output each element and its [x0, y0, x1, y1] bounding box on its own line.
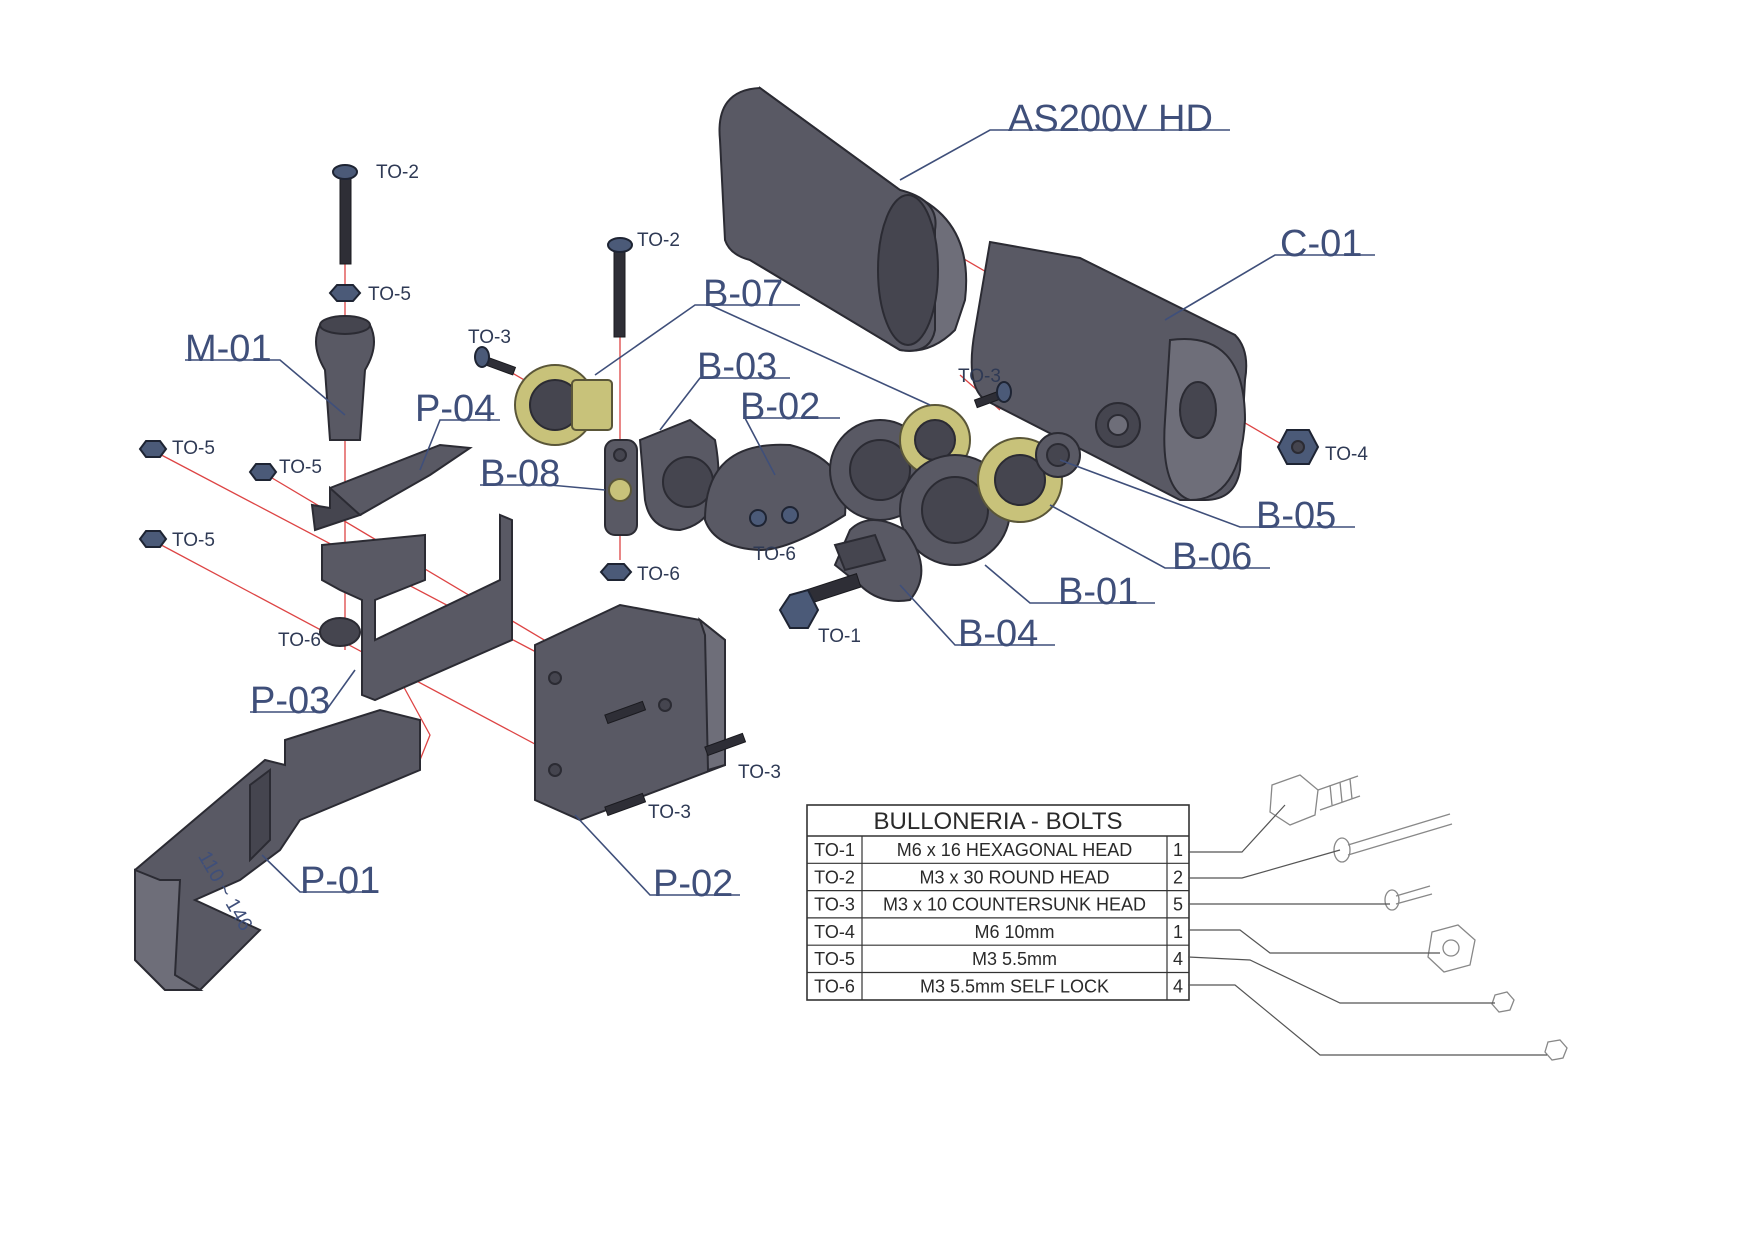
bolt-code: TO-1: [814, 840, 855, 860]
bolts-table-row: TO-3 M3 x 10 COUNTERSUNK HEAD 5: [807, 889, 1189, 915]
to2-bolt-center: [607, 237, 633, 338]
bolt-quantity: 4: [1173, 949, 1183, 969]
label-p02: P-02: [653, 863, 733, 905]
bolts-table: BULLONERIA - BOLTS TO-1 M6 x 16 HEXAGONAL…: [806, 804, 1190, 1001]
callout-to6-b02: TO-6: [753, 544, 796, 565]
label-b06: B-06: [1172, 536, 1252, 578]
bolt-description: M3 x 30 ROUND HEAD: [919, 867, 1109, 887]
leader-lines: [185, 129, 1375, 896]
bolts-table-row: TO-1 M6 x 16 HEXAGONAL HEAD 1: [814, 840, 1183, 860]
p01-hook: [134, 708, 421, 991]
b06-cam: [977, 437, 1063, 523]
fastener-callouts: TO-2 TO-5 TO-2 TO-3 TO-3 TO-4 TO-5 TO-5 …: [172, 162, 1368, 823]
label-b03: B-03: [697, 346, 777, 388]
callout-to4: TO-4: [1325, 444, 1368, 465]
to2-bolt-left: [332, 164, 358, 265]
part-labels: AS200V HD C-01 B-07 B-03 B-02 B-08 B-05 …: [185, 98, 1362, 935]
bolt-quantity: 1: [1173, 922, 1183, 942]
label-b05: B-05: [1256, 495, 1336, 537]
bolt-code: TO-2: [814, 867, 855, 887]
b05-spacer: [1035, 432, 1081, 478]
b03-ring-left: [638, 418, 720, 532]
callout-to5-b: TO-5: [279, 457, 322, 478]
bolts-table-row: TO-4 M6 10mm 1: [807, 917, 1189, 942]
p02-plate: [534, 603, 747, 822]
round-head-screw-sketch: [1333, 837, 1351, 863]
nut-m6-sketch: [1427, 924, 1476, 973]
b07-cam-left: [514, 364, 613, 446]
bolts-table-row: TO-6 M3 5.5mm SELF LOCK 4: [807, 971, 1189, 997]
bolt-description: M3 x 10 COUNTERSUNK HEAD: [883, 895, 1146, 915]
to3-screw-center: [973, 381, 1012, 409]
label-b04: B-04: [958, 613, 1038, 655]
nut-m3-sketch: [1491, 991, 1515, 1013]
bolt-description: M6 10mm: [974, 922, 1054, 942]
bolts-table-title: BULLONERIA - BOLTS: [874, 808, 1123, 835]
callout-to2-left: TO-2: [376, 162, 419, 183]
to1-hex-bolt: [778, 573, 862, 629]
label-p01: P-01: [300, 860, 380, 902]
p03-bracket: [319, 513, 513, 702]
label-p04: P-04: [415, 388, 495, 430]
callout-to6-center: TO-6: [637, 564, 680, 585]
bolt-code: TO-6: [814, 977, 855, 997]
bolt-quantity: 1: [1173, 840, 1183, 860]
bolt-description: M6 x 16 HEXAGONAL HEAD: [897, 840, 1132, 860]
bolt-quantity: 2: [1173, 867, 1183, 887]
label-as200v-hd: AS200V HD: [1008, 98, 1213, 140]
label-b07: B-07: [703, 273, 783, 315]
bolt-description: M3 5.5mm: [972, 949, 1057, 969]
bolt-code: TO-3: [814, 895, 855, 915]
bolt-code: TO-4: [814, 922, 855, 942]
callout-to3-center: TO-3: [958, 366, 1001, 387]
label-b02: B-02: [740, 386, 820, 428]
callout-to6-left: TO-6: [278, 630, 321, 651]
callout-to5-c: TO-5: [172, 530, 215, 551]
hex-bolt-sketch: [1269, 774, 1319, 826]
countersunk-screw-sketch: [1384, 889, 1400, 911]
fastener-sketches: [1187, 774, 1568, 1061]
bolts-table-row: TO-5 M3 5.5mm 4: [807, 944, 1189, 969]
bolt-code: TO-5: [814, 949, 855, 969]
callout-to3-plate-bottom: TO-3: [648, 802, 691, 823]
callout-to2-center: TO-2: [637, 230, 680, 251]
callout-to3-plate-right: TO-3: [738, 762, 781, 783]
label-m01: M-01: [185, 328, 272, 370]
label-c01: C-01: [1280, 223, 1362, 265]
label-p03: P-03: [250, 680, 330, 722]
nut-m3-self-lock-sketch: [1544, 1039, 1568, 1061]
label-b01: B-01: [1058, 571, 1138, 613]
b08-clip: [604, 439, 638, 536]
as200v-hd-cylinder: [718, 86, 968, 352]
bolts-table-row: TO-2 M3 x 30 ROUND HEAD 2: [807, 862, 1189, 887]
bolt-description: M3 5.5mm SELF LOCK: [920, 977, 1109, 997]
c01-housing: [970, 240, 1248, 502]
bolt-quantity: 4: [1173, 977, 1183, 997]
m01-knob: [315, 315, 375, 441]
p04-wedge: [310, 443, 473, 532]
callout-to3-top: TO-3: [468, 327, 511, 348]
callout-to1: TO-1: [818, 626, 861, 647]
bolt-quantity: 5: [1173, 895, 1183, 915]
b02-half-disc: [703, 443, 847, 552]
to3-screw-top: [474, 346, 517, 376]
label-b08: B-08: [480, 453, 560, 495]
callout-to5-a: TO-5: [172, 438, 215, 459]
callout-to5-top: TO-5: [368, 284, 411, 305]
